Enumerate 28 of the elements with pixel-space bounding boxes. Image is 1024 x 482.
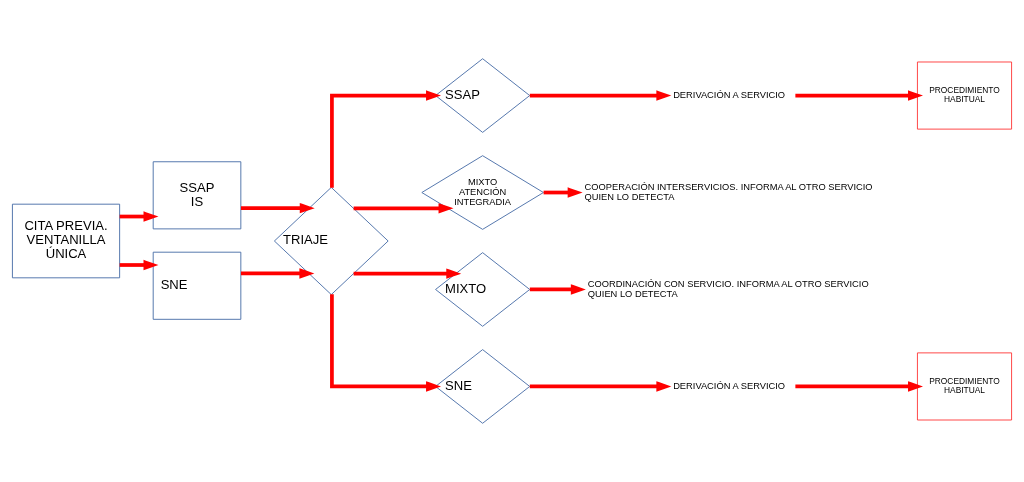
node-diamond: SSAP <box>435 58 531 133</box>
arrow <box>353 203 454 214</box>
node-text: DERIVACIÓN A SERVICIO <box>673 380 786 391</box>
arrow <box>119 211 159 222</box>
arrow <box>330 90 441 188</box>
node-box: CITA PREVIA. VENTANILLA ÚNICA <box>11 203 121 279</box>
arrow <box>353 268 462 279</box>
node-box: PROCEDIMIENTO HABITUAL <box>916 61 1013 130</box>
arrow <box>543 187 583 198</box>
arrow <box>529 90 672 101</box>
arrow <box>119 259 159 271</box>
node-box: SNE <box>152 251 242 320</box>
node-text: COOPERACIÓN INTERSERVICIOS. INFORMA AL OTRO SERVICIO QUIEN LO DETECTA <box>584 181 873 202</box>
arrow <box>240 202 315 214</box>
arrow <box>330 294 441 392</box>
arrow <box>795 90 923 101</box>
arrow <box>795 381 923 392</box>
arrow <box>240 268 315 279</box>
node-box: SSAP IS <box>152 161 242 230</box>
node-diamond: TRIAJE <box>273 186 389 296</box>
node-diamond: MIXTO ATENCIÓN INTEGRADIA <box>421 155 544 230</box>
node-diamond: SNE <box>435 349 531 424</box>
arrow <box>529 284 586 295</box>
arrow <box>529 381 672 392</box>
node-diamond: MIXTO <box>435 252 531 327</box>
node-text: DERIVACIÓN A SERVICIO <box>673 89 786 100</box>
node-text: COORDINACIÓN CON SERVICIO. INFORMA AL OTRO SERVICIO QUIEN LO DETECTA <box>587 278 869 299</box>
node-box: PROCEDIMIENTO HABITUAL <box>916 352 1013 421</box>
